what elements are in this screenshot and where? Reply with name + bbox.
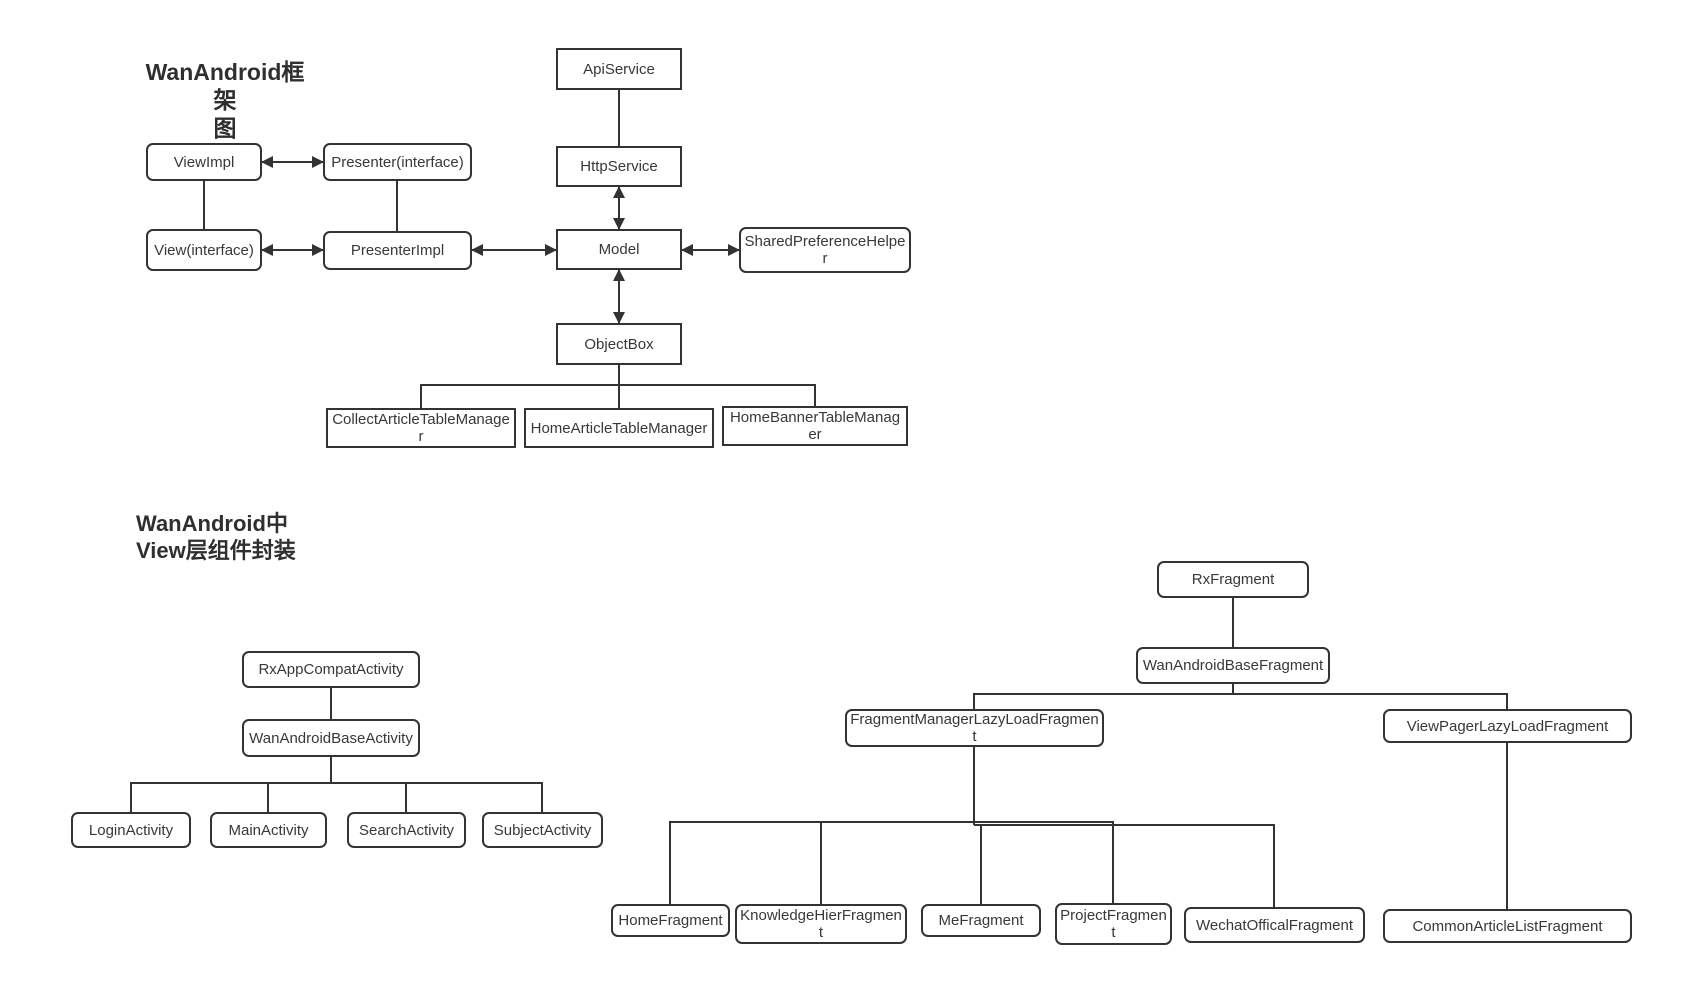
node-mainactivity: MainActivity xyxy=(210,812,327,848)
edge-model-sharedpreferencehelper-arrow xyxy=(681,244,740,256)
edge-objectbox-stem xyxy=(618,365,620,408)
node-homearticletablemanager: HomeArticleTableManager xyxy=(524,408,714,448)
node-collectarticletablemanager: CollectArticleTableManager xyxy=(326,408,516,448)
node-apiservice: ApiService xyxy=(556,48,682,90)
edge-fragment-rail-top xyxy=(974,693,1507,695)
edge-presenterimpl-model-arrow xyxy=(471,244,557,256)
edge-model-objectbox-arrow xyxy=(613,269,625,324)
edge-drop-subjectactivity xyxy=(541,782,543,812)
edge-rxfragment-wanandroidbasefragment xyxy=(1232,598,1234,647)
edge-drop-viewpagerlazyloadfragment xyxy=(1506,693,1508,709)
node-objectbox: ObjectBox xyxy=(556,323,682,365)
edge-viewinterface-presenterimpl-arrow xyxy=(261,244,324,256)
node-viewimpl: ViewImpl xyxy=(146,143,262,181)
node-wanandroidbasefragment: WanAndroidBaseFragment xyxy=(1136,647,1330,684)
node-presenter-interface: Presenter(interface) xyxy=(323,143,472,181)
edge-drop-searchactivity xyxy=(405,782,407,812)
edge-drop-wechatofficalfragment xyxy=(1273,824,1275,907)
view-components-title-line1: WanAndroid中 xyxy=(136,511,288,536)
view-components-title-line2: View层组件封装 xyxy=(136,538,296,563)
framework-diagram-title-line2: 图 xyxy=(213,115,237,141)
edge-drop-loginactivity xyxy=(130,782,132,812)
node-searchactivity: SearchActivity xyxy=(347,812,466,848)
edge-viewimpl-viewinterface xyxy=(203,181,205,229)
edge-drop-homefragment xyxy=(669,821,671,904)
edge-drop-collectarticletablemanager xyxy=(420,384,422,408)
view-components-diagram-title: WanAndroid中 View层组件封装 xyxy=(136,510,376,564)
edge-drop-homebannertablemanager xyxy=(814,384,816,406)
node-sharedpreferencehelper: SharedPreferenceHelper xyxy=(739,227,911,273)
node-httpservice: HttpService xyxy=(556,146,682,187)
edge-drop-fragmentmanagerlazyloadfragment xyxy=(973,693,975,709)
node-wechatofficalfragment: WechatOfficalFragment xyxy=(1184,907,1365,943)
edge-fragmentmanager-stem xyxy=(973,747,975,825)
node-homefragment: HomeFragment xyxy=(611,904,730,937)
node-knowledgehierfragment: KnowledgeHierFragment xyxy=(735,904,907,944)
edge-drop-mefragment xyxy=(980,824,982,904)
node-commonarticlelistfragment: CommonArticleListFragment xyxy=(1383,909,1632,943)
node-homebannertablemanager: HomeBannerTableManager xyxy=(722,406,908,446)
edge-httpservice-model-arrow xyxy=(613,186,625,230)
node-loginactivity: LoginActivity xyxy=(71,812,191,848)
node-rxappcompatactivity: RxAppCompatActivity xyxy=(242,651,420,688)
edge-drop-projectfragment xyxy=(1112,821,1114,903)
edge-fragment-rail-a xyxy=(670,821,1113,823)
edge-apiservice-httpservice xyxy=(618,90,620,146)
edge-rxappcompat-wanandroidbaseactivity xyxy=(330,688,332,719)
node-model: Model xyxy=(556,229,682,270)
framework-diagram-title-line1: WanAndroid框架 xyxy=(145,59,305,113)
node-viewpagerlazyloadfragment: ViewPagerLazyLoadFragment xyxy=(1383,709,1632,743)
edge-objectbox-rail xyxy=(421,384,815,386)
node-view-interface: View(interface) xyxy=(146,229,262,271)
edge-drop-knowledgehierfragment xyxy=(820,821,822,904)
node-subjectactivity: SubjectActivity xyxy=(482,812,603,848)
edge-drop-mainactivity xyxy=(267,782,269,812)
edge-wanandroidbasefragment-stem xyxy=(1232,684,1234,694)
node-wanandroidbaseactivity: WanAndroidBaseActivity xyxy=(242,719,420,757)
edge-viewpager-commonarticlelist xyxy=(1506,743,1508,909)
framework-diagram-title: WanAndroid框架 图 xyxy=(140,58,310,142)
node-mefragment: MeFragment xyxy=(921,904,1041,937)
node-rxfragment: RxFragment xyxy=(1157,561,1309,598)
edge-activity-rail xyxy=(131,782,542,784)
edge-fragment-rail-b xyxy=(974,824,1274,826)
node-projectfragment: ProjectFragment xyxy=(1055,903,1172,945)
node-fragmentmanagerlazyloadfragment: FragmentManagerLazyLoadFragment xyxy=(845,709,1104,747)
edge-wanandroidbaseactivity-stem xyxy=(330,757,332,783)
node-presenterimpl: PresenterImpl xyxy=(323,231,472,270)
edge-presenter-presenterimpl xyxy=(396,181,398,231)
edge-viewimpl-presenter-arrow xyxy=(261,156,324,168)
